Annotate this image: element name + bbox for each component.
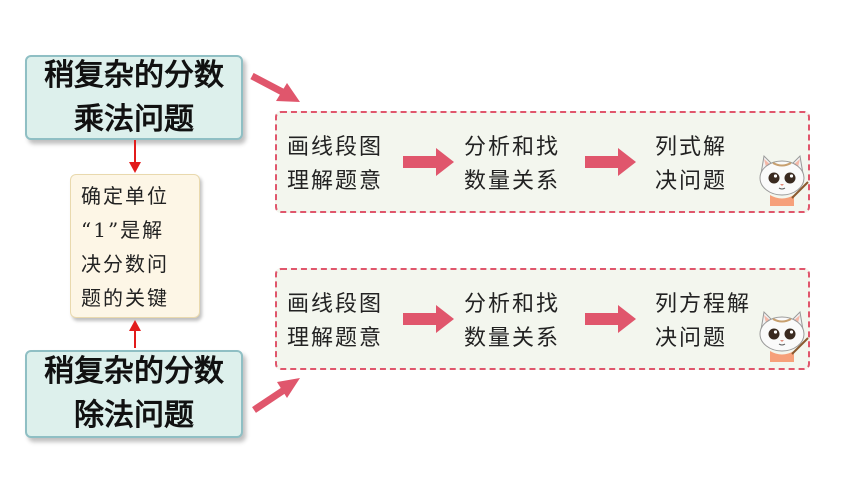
step-arrow-1-head [436, 148, 454, 176]
step-arrow-2-head [618, 148, 636, 176]
key-line-3: 决分数问 [81, 252, 169, 276]
step-analyze-relation: 分析和找 数量关系 [464, 131, 594, 199]
topic-line-2: 乘法问题 [74, 101, 194, 137]
cat-mascot-icon [759, 155, 809, 207]
step-line-2: 数量关系 [464, 326, 561, 351]
step-line-2: 决问题 [655, 169, 728, 194]
connector-down-head [129, 162, 141, 173]
step-arrow-1 [403, 156, 439, 168]
key-line-2: “1”是解 [81, 218, 165, 242]
step-draw-diagram: 画线段图 理解题意 [287, 131, 417, 199]
topic-line-2: 除法问题 [74, 398, 194, 433]
key-line-1: 确定单位 [81, 184, 169, 208]
cat-mascot-icon [759, 311, 809, 363]
multiplication-steps-panel: 画线段图 理解题意 分析和找 数量关系 列式解 决问题 [275, 111, 810, 213]
step-line-2: 理解题意 [287, 326, 384, 351]
step-solve-equation: 列方程解 决问题 [655, 288, 785, 356]
step-arrow-4 [585, 313, 621, 325]
step-line-1: 画线段图 [287, 135, 384, 160]
step-analyze-relation: 分析和找 数量关系 [464, 288, 594, 356]
step-arrow-4-head [618, 305, 636, 333]
division-steps-panel: 画线段图 理解题意 分析和找 数量关系 列方程解 决问题 [275, 268, 810, 370]
connector-up-head [129, 320, 141, 331]
topic-line-1: 稍复杂的分数 [44, 354, 224, 389]
step-line-2: 理解题意 [287, 169, 384, 194]
diagonal-arrow-top-head [276, 83, 300, 102]
diagonal-arrow-bottom-head [277, 378, 300, 398]
step-arrow-3 [403, 313, 439, 325]
step-line-1: 列方程解 [655, 292, 752, 317]
step-arrow-2 [585, 156, 621, 168]
step-line-1: 分析和找 [464, 135, 561, 160]
step-line-1: 画线段图 [287, 292, 384, 317]
step-line-2: 数量关系 [464, 169, 561, 194]
step-line-1: 分析和找 [464, 292, 561, 317]
key-point-box: 确定单位 “1”是解 决分数问 题的关键 [70, 174, 200, 318]
step-line-2: 决问题 [655, 326, 728, 351]
step-arrow-3-head [436, 305, 454, 333]
step-line-1: 列式解 [655, 135, 728, 160]
multiplication-topic-box: 稍复杂的分数 乘法问题 [25, 55, 243, 140]
step-solve: 列式解 决问题 [655, 131, 785, 199]
step-draw-diagram: 画线段图 理解题意 [287, 288, 417, 356]
topic-line-1: 稍复杂的分数 [44, 57, 224, 93]
key-line-4: 题的关键 [81, 286, 169, 310]
division-topic-box: 稍复杂的分数 除法问题 [25, 350, 243, 438]
